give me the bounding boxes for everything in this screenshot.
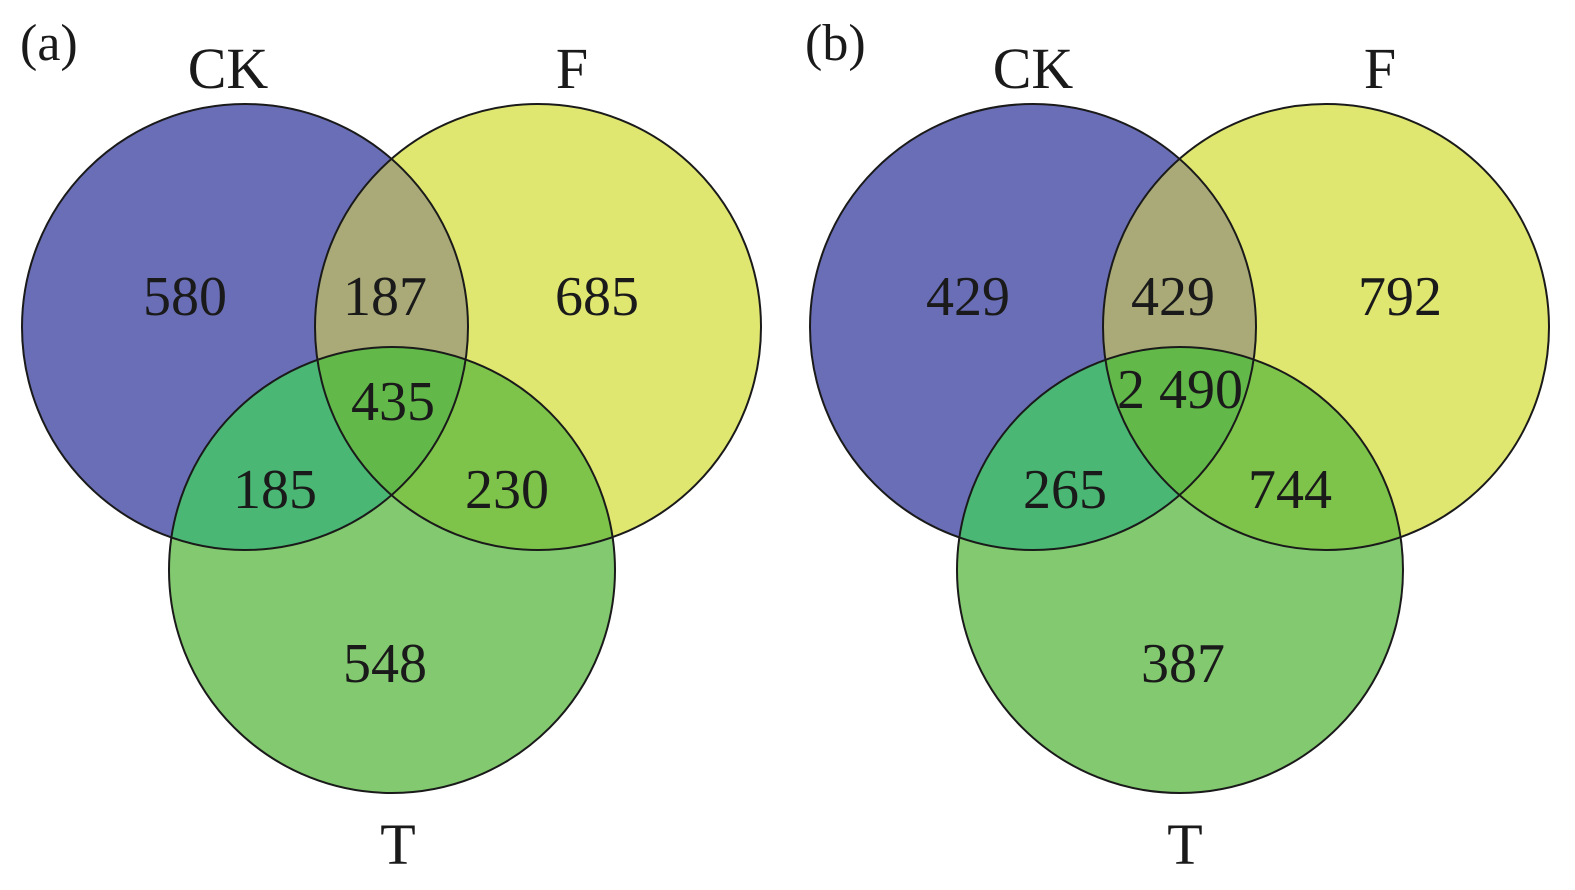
set-label-t: T bbox=[380, 812, 415, 877]
count-ck-t: 265 bbox=[1023, 459, 1107, 521]
count-f-only: 685 bbox=[555, 266, 639, 328]
set-label-t: T bbox=[1167, 812, 1202, 877]
panel-label: (b) bbox=[805, 15, 866, 72]
venn-panel-b: (b) CK F T 429 429 792 2 490 265 744 387 bbox=[805, 15, 1550, 877]
ck-outline bbox=[809, 103, 1257, 551]
count-ck-t: 185 bbox=[233, 459, 317, 521]
set-label-ck: CK bbox=[188, 36, 269, 101]
count-ck-f-t: 2 490 bbox=[1117, 359, 1243, 421]
count-f-t: 230 bbox=[465, 459, 549, 521]
count-ck-only: 429 bbox=[926, 266, 1010, 328]
count-t-only: 548 bbox=[343, 633, 427, 695]
count-ck-f: 187 bbox=[343, 266, 427, 328]
f-t-overlap bbox=[315, 347, 615, 550]
set-label-ck: CK bbox=[993, 36, 1074, 101]
set-label-f: F bbox=[556, 36, 588, 101]
count-ck-f-t: 435 bbox=[351, 371, 435, 433]
venn-panel-a: (a) CK F T 580 187 685 435 185 230 548 bbox=[20, 15, 762, 877]
f-outline bbox=[314, 103, 762, 551]
ck-outline bbox=[21, 103, 469, 551]
t-outline bbox=[956, 346, 1404, 794]
count-f-t: 744 bbox=[1248, 459, 1332, 521]
f-outline bbox=[1102, 103, 1550, 551]
count-ck-only: 580 bbox=[143, 266, 227, 328]
count-ck-f: 429 bbox=[1131, 266, 1215, 328]
f-t-overlap bbox=[1103, 347, 1403, 550]
panel-label: (a) bbox=[20, 15, 78, 72]
ck-t-overlap bbox=[169, 347, 468, 550]
ck-t-overlap bbox=[957, 347, 1256, 550]
count-f-only: 792 bbox=[1358, 266, 1442, 328]
t-outline bbox=[168, 346, 616, 794]
count-t-only: 387 bbox=[1141, 633, 1225, 695]
set-label-f: F bbox=[1364, 36, 1396, 101]
